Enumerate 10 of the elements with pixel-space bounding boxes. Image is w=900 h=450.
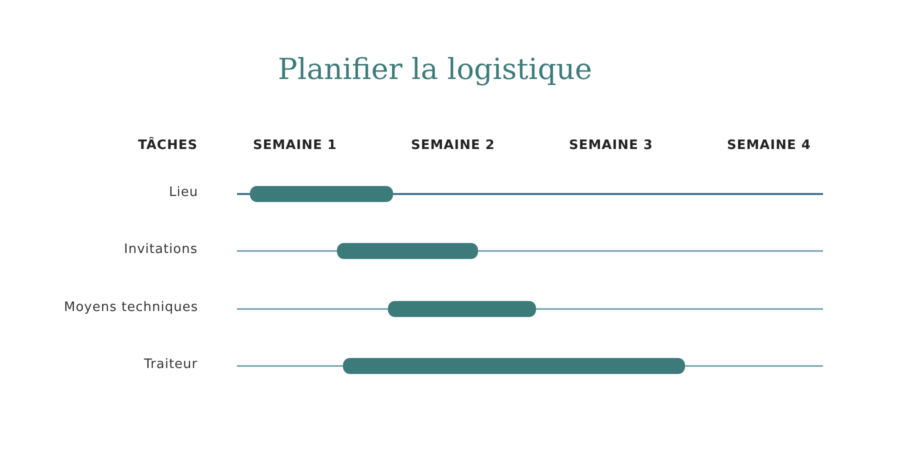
task-label: Moyens techniques	[64, 300, 198, 315]
task-label: Traiteur	[144, 357, 198, 372]
week-header: SEMAINE 4	[727, 138, 811, 153]
column-header: TÂCHES	[138, 138, 198, 153]
chart-title: Planifier la logistique	[276, 52, 594, 86]
task-label: Invitations	[124, 242, 198, 257]
task-label: Lieu	[169, 185, 198, 200]
week-header: SEMAINE 1	[253, 138, 337, 153]
week-header: SEMAINE 2	[411, 138, 495, 153]
week-header: SEMAINE 3	[569, 138, 653, 153]
